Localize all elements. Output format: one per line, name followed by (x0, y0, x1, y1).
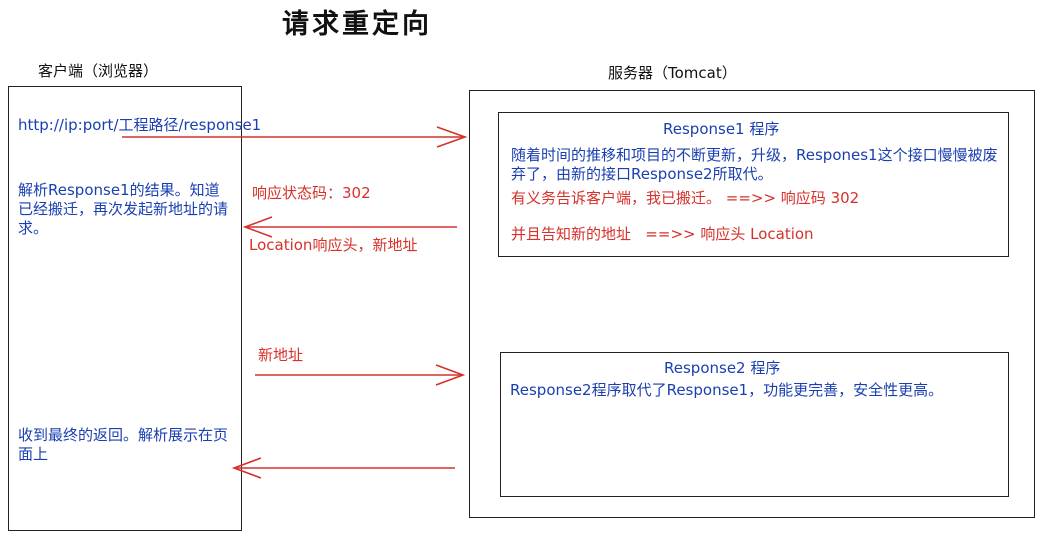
status-code-label: 响应状态码：302 (252, 184, 371, 202)
server-label: 服务器（Tomcat） (608, 64, 737, 82)
client-box (8, 86, 242, 531)
response2-box (500, 352, 1009, 497)
new-address-label: 新地址 (258, 346, 304, 364)
redirect-response-arrow (242, 216, 457, 238)
request-arrow (122, 126, 468, 148)
server-box (469, 90, 1035, 518)
response2-title: Response2 程序 (664, 359, 781, 377)
client-request-url: http://ip:port/工程路径/response1 (18, 116, 262, 134)
response1-title: Response1 程序 (663, 120, 780, 138)
response2-description: Response2程序取代了Response1，功能更完善，安全性更高。 (510, 381, 944, 399)
response1-box (498, 112, 1009, 257)
new-request-arrow (255, 364, 466, 386)
response1-location-text: 并且告知新的地址 ==>> 响应头 Location (511, 225, 814, 243)
location-header-label: Location响应头，新地址 (249, 236, 418, 254)
client-label: 客户端（浏览器） (38, 62, 159, 80)
final-response-arrow (231, 457, 455, 479)
client-final-text: 收到最终的返回。解析展示在页面上 (18, 426, 229, 463)
response1-duty-text: 有义务告诉客户端，我已搬迁。 ==>> 响应码 302 (511, 189, 860, 207)
diagram-title: 请求重定向 (282, 9, 432, 40)
client-parse-text: 解析Response1的结果。知道已经搬迁，再次发起新地址的请求。 (18, 181, 229, 237)
response1-description: 随着时间的推移和项目的不断更新，升级，Respones1这个接口慢慢被废弃了，由… (511, 146, 998, 183)
